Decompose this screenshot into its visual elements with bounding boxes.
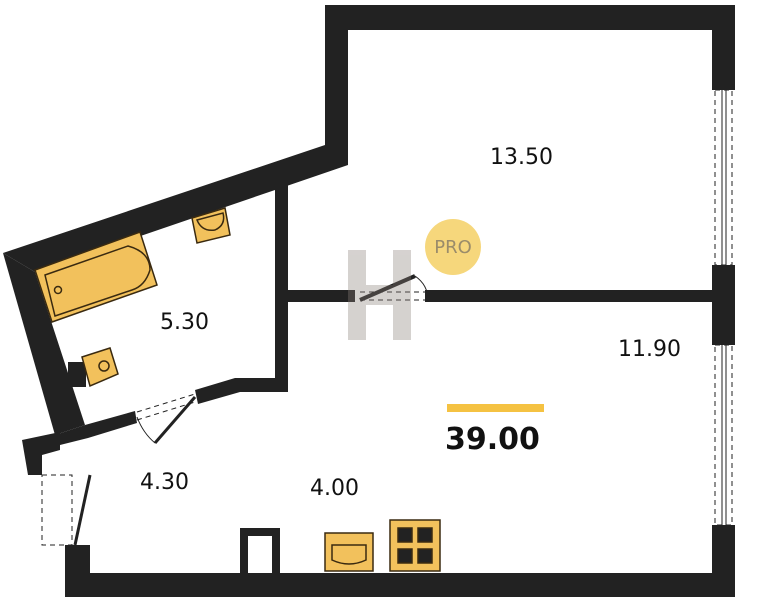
bottom-wall: [65, 573, 735, 597]
door-bathroom: [153, 396, 197, 444]
total-area-bar: [447, 404, 544, 412]
room-area-label: 5.30: [160, 310, 209, 335]
door-room: [359, 274, 416, 302]
right-wall-bottom: [712, 525, 735, 597]
door-entrance: [73, 474, 92, 546]
room-area-label: 4.00: [310, 476, 359, 501]
room-area-label: 11.90: [618, 337, 681, 362]
diagonal-wall: [3, 5, 348, 272]
right-wall-middle: [712, 265, 735, 345]
bathtub-icon: [34, 231, 158, 323]
bathroom-bottom-wall-left: [55, 411, 137, 445]
fixtures: [34, 207, 441, 572]
windows: [714, 89, 733, 526]
room-area-label: 13.50: [490, 145, 553, 170]
partition-right: [425, 290, 715, 302]
right-wall-top: [712, 5, 735, 90]
toilet-icon: [81, 347, 119, 388]
window-top: [714, 89, 733, 266]
window-bottom: [714, 344, 733, 526]
walls: [3, 5, 735, 597]
entry-wall-top: [22, 432, 60, 475]
top-wall: [325, 5, 735, 30]
bathroom-bottom-wall-right: [195, 378, 288, 404]
sink-icon: [191, 207, 231, 244]
pro-badge: PRO: [425, 219, 481, 275]
bathroom-partition: [275, 185, 288, 385]
total-area: 39.00: [445, 422, 540, 457]
bathroom-left-wall: [3, 253, 85, 435]
room-area-label: 4.30: [140, 470, 189, 495]
watermark-logo: [348, 250, 411, 340]
doors: [41, 274, 429, 546]
kitchen-stub: [240, 528, 280, 573]
partition-left: [288, 290, 355, 302]
